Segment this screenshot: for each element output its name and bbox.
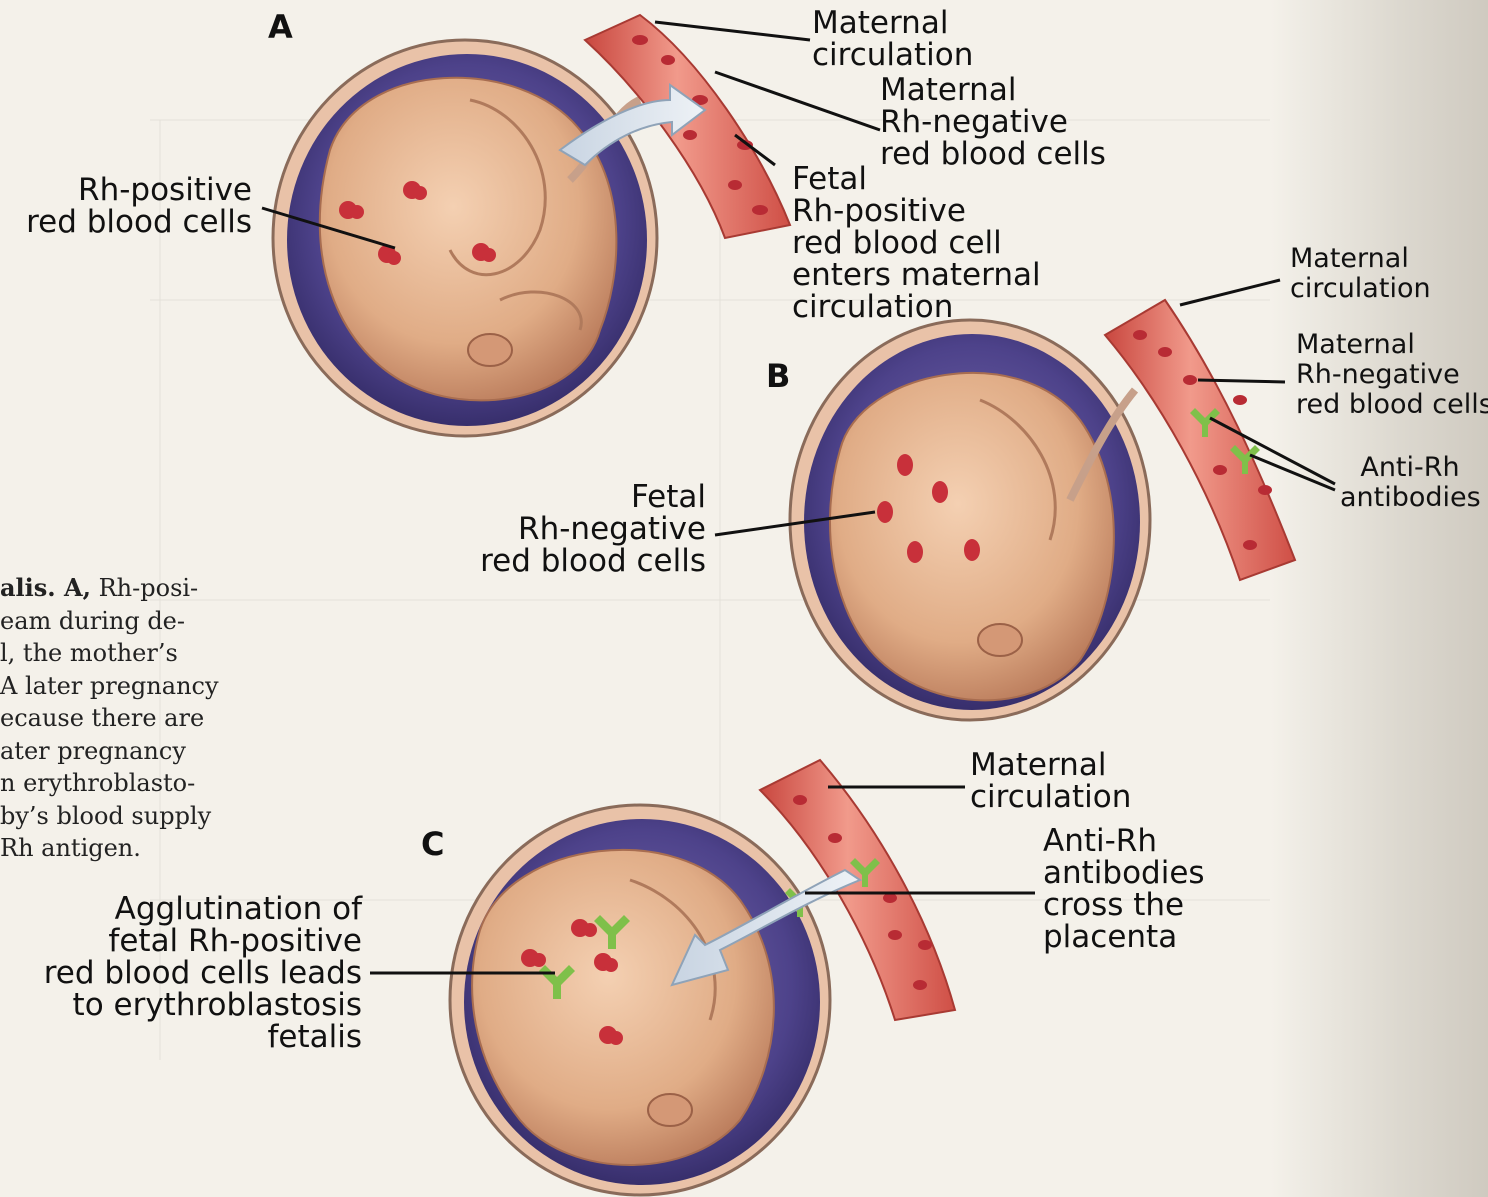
caption-line: alis. A, Rh-posi- xyxy=(0,572,250,605)
panel-b-letter: B xyxy=(766,357,790,395)
panel-c-label-agglutination: Agglutination of fetal Rh-positive red b… xyxy=(10,893,362,1053)
panel-a-letter: A xyxy=(268,8,293,46)
caption-line: A later pregnancy xyxy=(0,670,250,703)
panel-a-label-maternal-circulation: Maternal circulation xyxy=(812,7,973,71)
panel-a-label-rh-positive-cells: Rh-positive red blood cells xyxy=(10,174,252,238)
panel-c-letter: C xyxy=(421,825,444,863)
panel-a-label-maternal-rh-negative: Maternal Rh-negative red blood cells xyxy=(880,74,1106,170)
panel-b-label-fetal-rh-negative: Fetal Rh-negative red blood cells xyxy=(440,481,706,577)
caption-line: eam during de- xyxy=(0,605,250,638)
caption-line: Rh antigen. xyxy=(0,832,250,865)
panel-c-label-maternal-circulation: Maternal circulation xyxy=(970,749,1131,813)
panel-a-label-fetal-rh-positive-enters: Fetal Rh-positive red blood cell enters … xyxy=(792,163,1041,323)
caption-line: n erythroblasto- xyxy=(0,767,250,800)
panel-c-label-anti-rh-cross: Anti-Rh antibodies cross the placenta xyxy=(1043,825,1205,953)
caption-line: l, the mother’s xyxy=(0,637,250,670)
figure-caption: alis. A, Rh-posi- eam during de- l, the … xyxy=(0,572,250,865)
panel-b-label-anti-rh-antibodies: Anti-Rh antibodies xyxy=(1340,453,1480,513)
panel-c-fetus xyxy=(472,850,774,1165)
panel-b-label-maternal-circulation: Maternal circulation xyxy=(1290,244,1431,304)
caption-line: ater pregnancy xyxy=(0,735,250,768)
panel-b-label-maternal-rh-negative: Maternal Rh-negative red blood cells xyxy=(1296,330,1488,420)
caption-line: by’s blood supply xyxy=(0,800,250,833)
caption-line: ecause there are xyxy=(0,702,250,735)
